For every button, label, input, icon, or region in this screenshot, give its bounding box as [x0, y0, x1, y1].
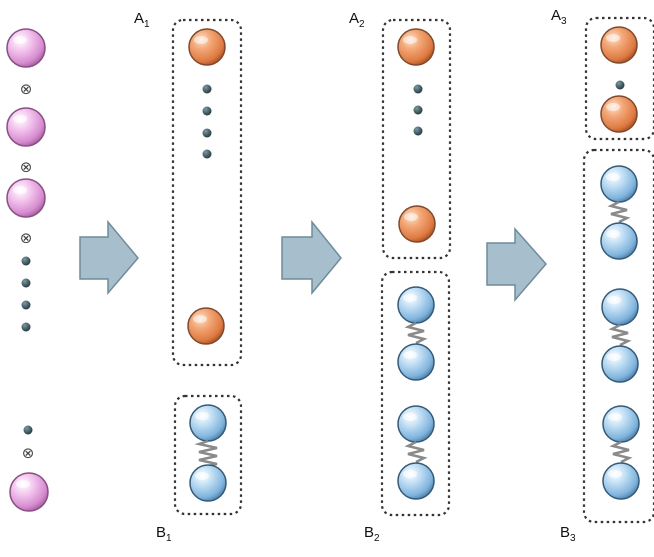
- blue-sphere: [189, 464, 227, 502]
- blue-sphere: [601, 288, 639, 326]
- blue-sphere: [397, 286, 435, 324]
- spring-bond: [404, 440, 428, 464]
- pink-sphere: [6, 107, 46, 147]
- blue-sphere: [397, 343, 435, 381]
- box-a1: [171, 18, 243, 367]
- spring-bond: [607, 200, 631, 224]
- stage-1: [171, 18, 243, 516]
- blue-sphere: [600, 222, 638, 260]
- blue-sphere: [397, 462, 435, 500]
- label-b1: B1: [156, 524, 172, 544]
- stage-3: [582, 16, 654, 524]
- ellipsis-dot: [615, 80, 625, 90]
- ellipsis-dot: [202, 149, 212, 159]
- orange-sphere: [600, 95, 638, 133]
- orange-sphere: [397, 28, 435, 66]
- box-a3: [584, 16, 654, 141]
- blue-sphere: [397, 405, 435, 443]
- orange-sphere: [187, 307, 225, 345]
- blue-sphere: [602, 405, 640, 443]
- product-state-column: ⊗ ⊗ ⊗ ⊗: [6, 28, 49, 512]
- ellipsis-dot: [21, 256, 31, 266]
- orange-sphere: [398, 205, 436, 243]
- box-b3: [582, 148, 654, 524]
- tensor-product-symbol: ⊗: [22, 444, 35, 462]
- blue-sphere: [601, 345, 639, 383]
- arrow-right-icon: [281, 219, 342, 296]
- box-b2: [380, 270, 451, 517]
- ellipsis-dot: [202, 106, 212, 116]
- ellipsis-dot: [23, 425, 33, 435]
- tensor-product-symbol: ⊗: [20, 229, 33, 247]
- blue-sphere: [602, 462, 640, 500]
- box-a2: [381, 18, 452, 260]
- ellipsis-dot: [202, 84, 212, 94]
- blue-sphere: [189, 404, 227, 442]
- blue-sphere: [600, 165, 638, 203]
- pink-sphere: [9, 472, 49, 512]
- pink-sphere: [6, 178, 46, 218]
- orange-sphere: [188, 28, 226, 66]
- orange-sphere: [600, 26, 638, 64]
- ellipsis-dot: [413, 105, 423, 115]
- tensor-product-symbol: ⊗: [20, 158, 33, 176]
- ellipsis-dot: [21, 322, 31, 332]
- ellipsis-dot: [21, 300, 31, 310]
- label-a2: A2: [349, 10, 365, 30]
- stage-2: [380, 18, 452, 517]
- pink-sphere: [6, 28, 46, 68]
- label-b2: B2: [364, 524, 380, 544]
- label-b3: B3: [560, 524, 576, 544]
- arrow-right-icon: [486, 227, 547, 303]
- label-a3: A3: [551, 7, 567, 27]
- ellipsis-dot: [413, 126, 423, 136]
- spring-bond: [404, 321, 428, 345]
- ellipsis-dot: [21, 278, 31, 288]
- arrow-right-icon: [79, 219, 139, 296]
- ellipsis-dot: [202, 128, 212, 138]
- label-a1: A1: [134, 10, 150, 30]
- spring-bond: [608, 323, 632, 347]
- tensor-product-symbol: ⊗: [20, 80, 33, 98]
- ellipsis-dot: [413, 84, 423, 94]
- box-b1: [173, 394, 243, 516]
- spring-bond: [194, 439, 218, 468]
- spring-bond: [609, 440, 633, 464]
